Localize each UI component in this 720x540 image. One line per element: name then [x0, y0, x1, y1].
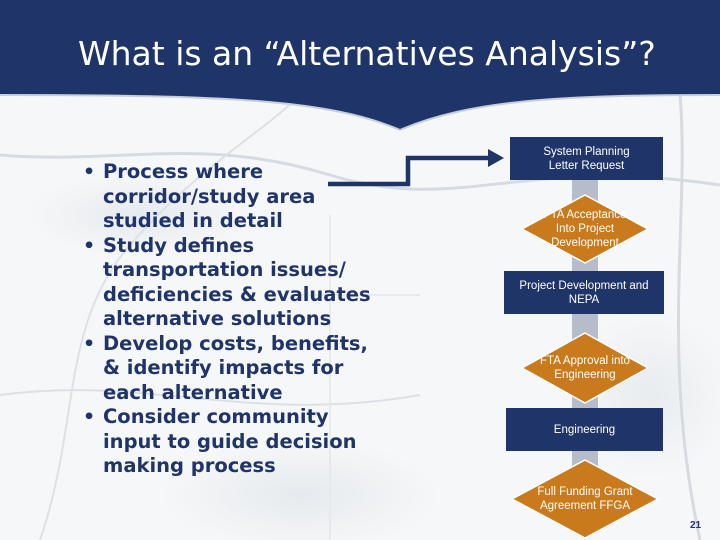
flow-step-label: FTA Acceptance Into Project Development — [543, 209, 627, 249]
banner-shape — [0, 0, 720, 132]
bullet-text: Consider community input to guide decisi… — [103, 405, 357, 477]
flow-decision-shape — [510, 459, 660, 539]
flow-step-system-planning: System Planning Letter Request — [510, 137, 663, 180]
flow-step-fta-acceptance: FTA Acceptance Into Project Development — [520, 193, 650, 265]
flow-decision-shape — [520, 332, 650, 404]
bullet-item: • Process where corridor/study area studi… — [83, 160, 383, 234]
bullet-item: • Consider community input to guide decis… — [83, 405, 383, 479]
bullet-list: • Process where corridor/study area studi… — [83, 160, 383, 479]
flow-decision-shape — [520, 194, 650, 264]
bullet-text: Process where corridor/study area studie… — [103, 160, 316, 232]
bullet-text: Develop costs, benefits, & identify impa… — [103, 331, 368, 404]
bullet-icon: • — [83, 406, 96, 428]
bullet-item: • Study defines transportation issues/ de… — [83, 234, 383, 332]
bullet-text: Study defines transportation issues/ def… — [103, 233, 371, 331]
flow-step-ffga: Full Funding Grant Agreement FFGA — [510, 458, 660, 540]
flow-step-fta-approval: FTA Approval into Engineering — [520, 331, 650, 405]
bullet-icon: • — [83, 161, 96, 183]
bullet-icon: • — [83, 234, 96, 257]
bullet-item: • Develop costs, benefits, & identify imp… — [83, 332, 383, 406]
flow-step-label: Engineering — [553, 423, 616, 436]
bullet-icon: • — [83, 332, 96, 355]
flow-step-project-development: Project Development and NEPA — [504, 271, 664, 314]
title-banner: What is an “Alternatives Analysis”? — [0, 0, 720, 135]
page-number: 21 — [690, 520, 702, 531]
flow-step-label: FTA Approval into Engineering — [540, 355, 630, 381]
flow-step-label: Full Funding Grant Agreement FFGA — [537, 486, 633, 512]
slide-title: What is an “Alternatives Analysis”? — [78, 34, 656, 73]
flow-step-label: System Planning Letter Request — [543, 145, 630, 172]
flow-step-engineering: Engineering — [506, 408, 663, 451]
flow-step-label: Project Development and NEPA — [519, 279, 649, 306]
